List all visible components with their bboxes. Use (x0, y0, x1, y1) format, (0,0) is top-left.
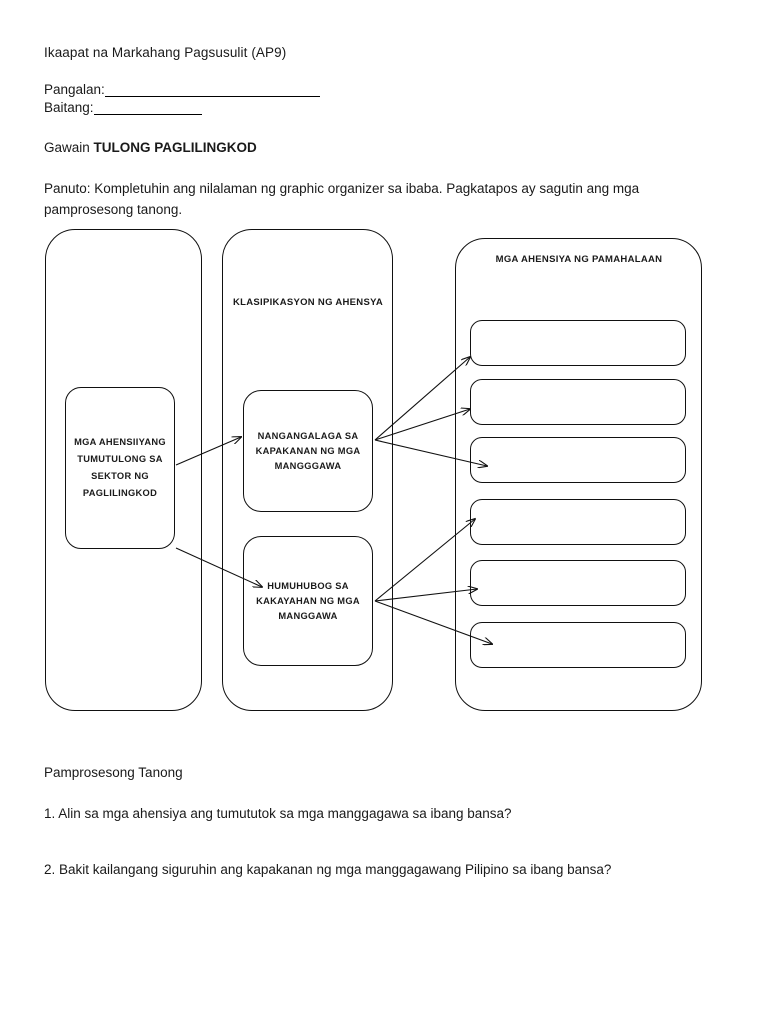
agency-answer-slot-4[interactable] (470, 499, 686, 545)
agency-answer-slot-1[interactable] (470, 320, 686, 366)
questions-heading: Pamprosesong Tanong (44, 765, 183, 780)
field-pangalan: Pangalan: (44, 82, 320, 97)
arrow-source-to-classification-2 (175, 547, 262, 587)
arrow-classification-2-to-slot-6 (374, 600, 492, 644)
node-source-label: MGA AHENSIIYANG TUMUTULONG SA SEKTOR NG … (74, 437, 166, 498)
field-pangalan-input[interactable] (104, 83, 320, 97)
arrow-classification-1-to-slot-3 (374, 439, 487, 466)
agencies-heading: MGA AHENSIYA NG PAMAHALAAN (495, 254, 663, 265)
field-baitang: Baitang: (44, 100, 202, 115)
arrow-classification-1-to-slot-1 (374, 357, 470, 441)
activity-heading: Gawain TULONG PAGLILINGKOD (44, 140, 257, 155)
agency-answer-slot-6[interactable] (470, 622, 686, 668)
organizer-column-classification (222, 229, 393, 711)
organizer-column-agencies (455, 238, 702, 711)
arrow-classification-2-to-slot-4 (374, 519, 475, 602)
question-1: 1. Alin sa mga ahensiya ang tumututok sa… (44, 806, 512, 821)
page-title: Ikaapat na Markahang Pagsusulit (AP9) (44, 45, 287, 60)
arrow-classification-1-to-slot-2 (374, 409, 470, 441)
agency-answer-slot-3[interactable] (470, 437, 686, 483)
node-classification-2-label: HUMUHUBOG SA KAKAYAHAN NG MGA MANGGAWA (256, 580, 360, 621)
activity-prefix: Gawain (44, 140, 94, 155)
activity-name: TULONG PAGLILINGKOD (93, 140, 257, 155)
arrow-classification-2-to-slot-5 (374, 589, 477, 602)
node-classification-1: NANGANGALAGA SA KAPAKANAN NG MGA MANGGGA… (243, 390, 373, 512)
field-pangalan-label: Pangalan: (44, 82, 105, 97)
node-classification-2: HUMUHUBOG SA KAKAYAHAN NG MGA MANGGAWA (243, 536, 373, 666)
field-baitang-label: Baitang: (44, 100, 94, 115)
node-classification-1-label: NANGANGALAGA SA KAPAKANAN NG MGA MANGGGA… (255, 430, 361, 471)
organizer-column-source (45, 229, 202, 711)
agency-answer-slot-2[interactable] (470, 379, 686, 425)
instructions-text: Panuto: Kompletuhin ang nilalaman ng gra… (44, 181, 640, 217)
agency-answer-slot-5[interactable] (470, 560, 686, 606)
field-baitang-input[interactable] (93, 101, 202, 115)
node-source: MGA AHENSIIYANG TUMUTULONG SA SEKTOR NG … (65, 387, 175, 549)
question-2: 2. Bakit kailangang siguruhin ang kapaka… (44, 862, 612, 877)
classification-heading: KLASIPIKASYON NG AHENSYA (232, 297, 384, 308)
arrow-source-to-classification-1 (175, 437, 241, 466)
